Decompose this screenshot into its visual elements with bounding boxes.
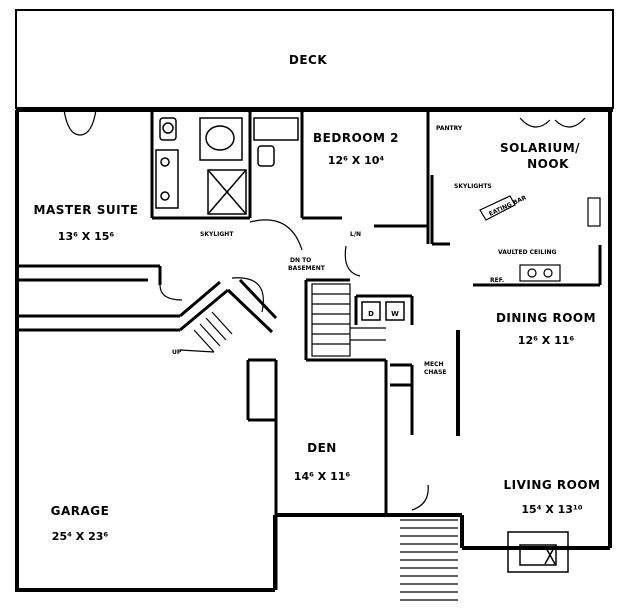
interior-walls <box>17 110 602 590</box>
ref-note: REF. <box>490 277 504 284</box>
mech-chase-line2: CHASE <box>424 369 447 376</box>
basement-note-line1: DN TO <box>290 257 311 264</box>
stairs-basement <box>311 283 386 357</box>
skylight-note: SKYLIGHT <box>200 231 234 238</box>
master-suite-label: MASTER SUITE <box>34 203 139 217</box>
dining-room-label: DINING ROOM <box>496 311 596 325</box>
solarium-label-line2: NOOK <box>527 157 569 171</box>
bath-fixtures <box>155 117 299 215</box>
basement-note-line2: BASEMENT <box>288 265 326 272</box>
dining-room-dims: 12⁶ X 11⁶ <box>518 334 575 347</box>
vaulted-ceiling-note: VAULTED CEILING <box>498 249 556 256</box>
room-labels: MASTER SUITE 13⁶ X 15⁶ BEDROOM 2 12⁶ X 1… <box>34 131 600 543</box>
exterior-walls <box>15 108 613 592</box>
garage-dims: 25⁴ X 23⁶ <box>52 530 109 543</box>
bedroom2-dims: 12⁶ X 10⁴ <box>328 154 385 167</box>
deck: DECK <box>15 9 614 109</box>
front-steps <box>400 519 458 601</box>
mech-chase-line1: MECH <box>424 361 444 368</box>
fireplace <box>507 531 569 573</box>
skylights-note: SKYLIGHTS <box>454 183 492 190</box>
bedroom2-label: BEDROOM 2 <box>313 131 399 145</box>
up-note: UP <box>172 349 182 356</box>
linen-note: L/N <box>350 231 361 238</box>
living-room-dims: 15⁴ X 13¹⁰ <box>521 503 582 516</box>
doors <box>63 109 586 511</box>
eating-bar-note: EATING BAR <box>488 194 528 218</box>
master-suite-dims: 13⁶ X 15⁶ <box>58 230 115 243</box>
pantry-note: PANTRY <box>436 125 463 132</box>
garage-label: GARAGE <box>51 504 110 518</box>
washer-label: W <box>391 310 399 318</box>
deck-label: DECK <box>289 53 327 67</box>
solarium-label-line1: SOLARIUM/ <box>500 141 580 155</box>
stairs-up <box>179 311 233 353</box>
dryer-label: D <box>368 310 374 318</box>
den-dims: 14⁶ X 11⁶ <box>294 470 351 483</box>
den-label: DEN <box>307 441 337 455</box>
kitchen-fixtures <box>479 195 601 282</box>
living-room-label: LIVING ROOM <box>503 478 600 492</box>
laundry-appliances: D W <box>361 301 405 321</box>
